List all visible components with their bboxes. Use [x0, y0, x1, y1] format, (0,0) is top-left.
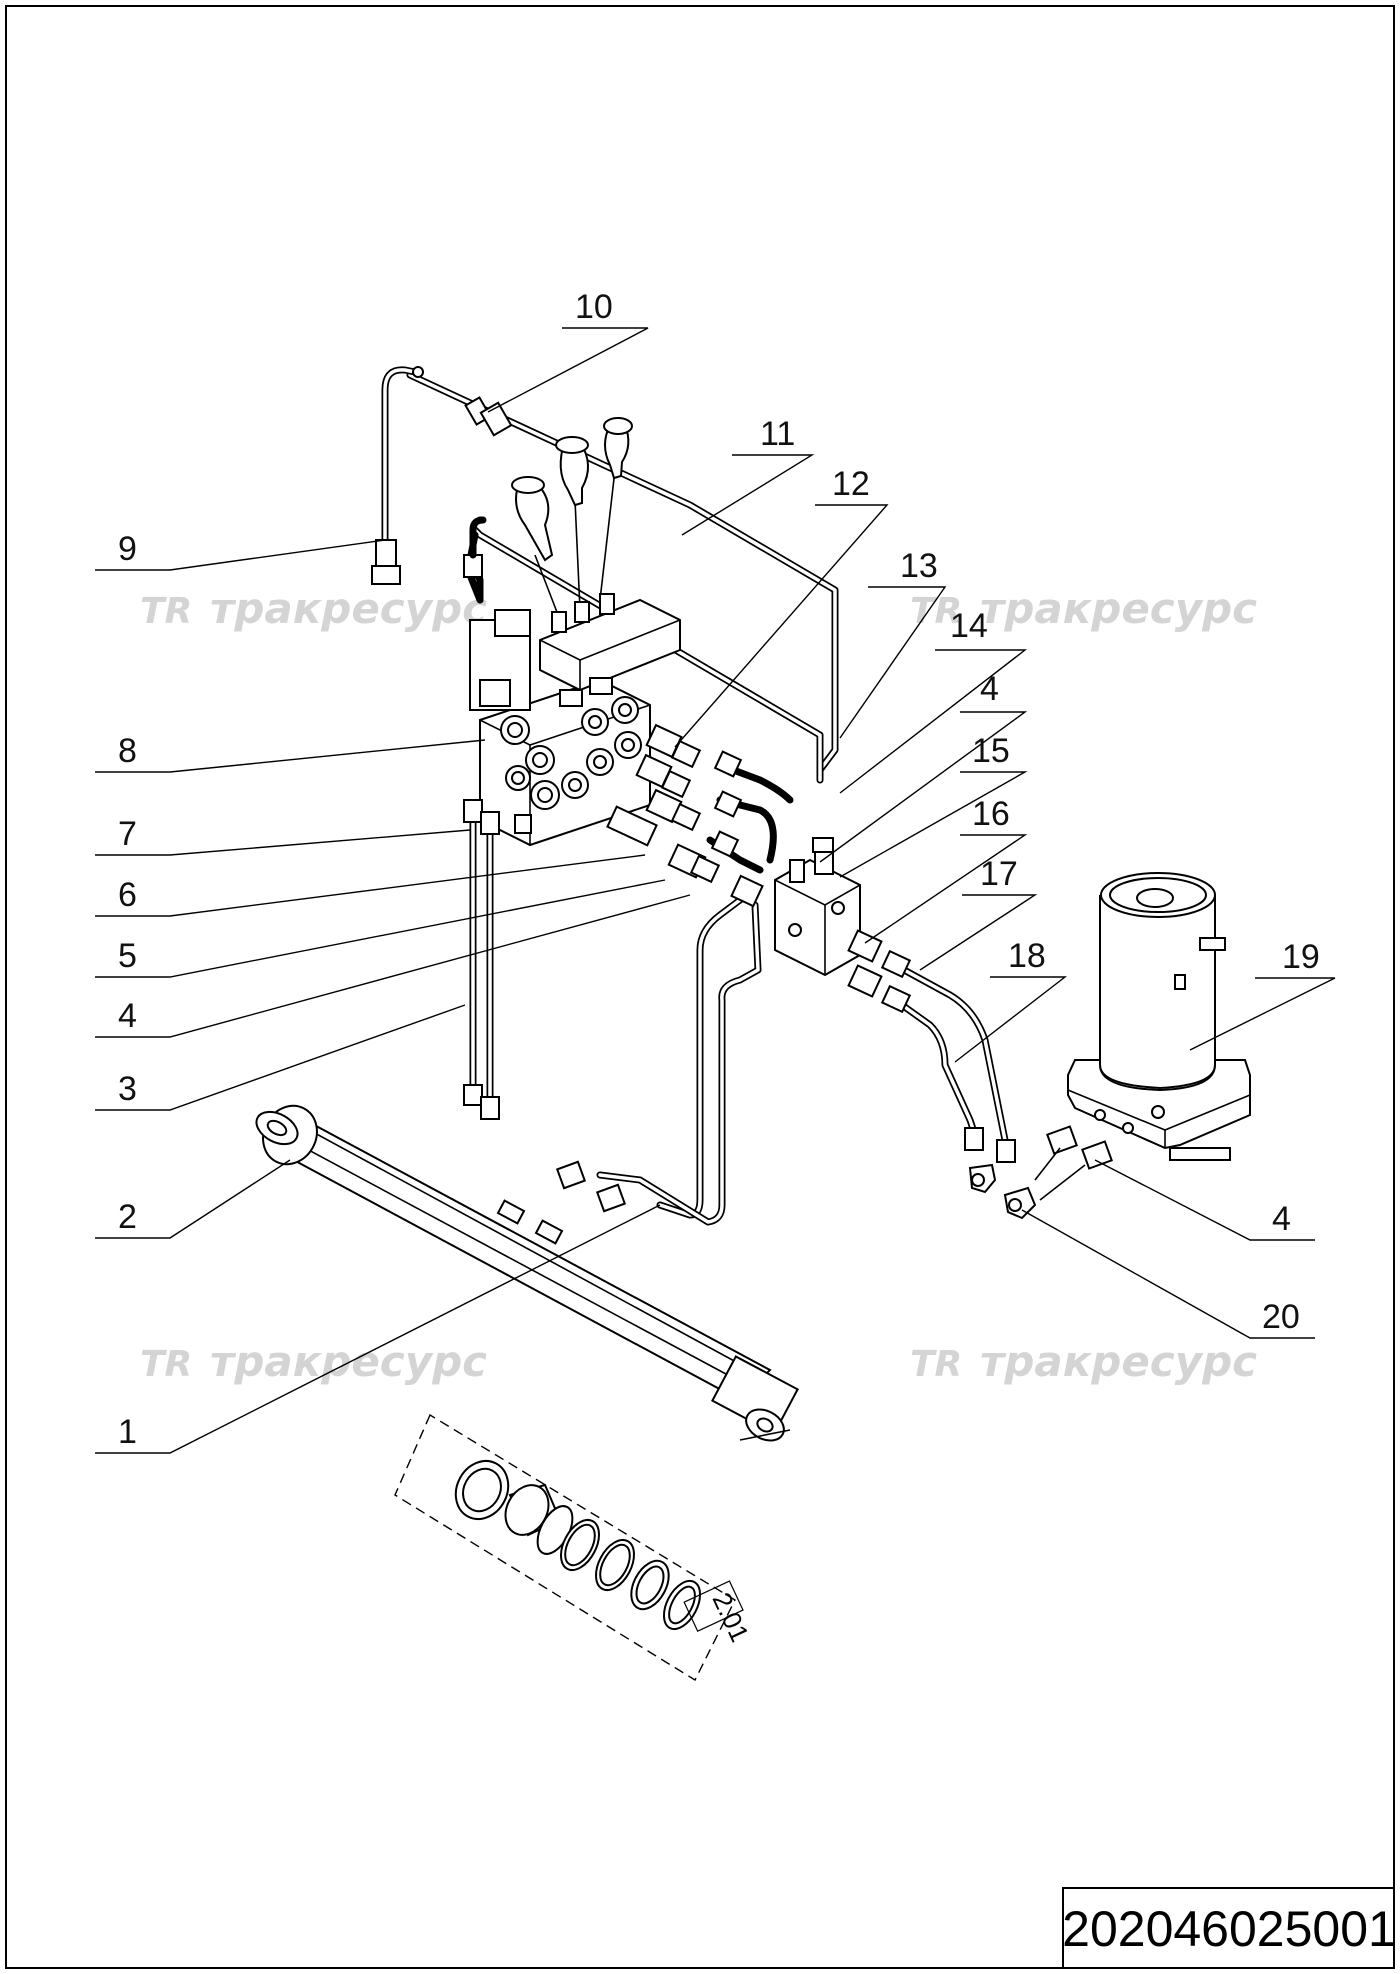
part-12-fittings: [635, 723, 702, 832]
part-4-pump-fittings: [1034, 1125, 1113, 1201]
callout-3: 3: [118, 1070, 137, 1108]
callout-1: 1: [118, 1413, 137, 1451]
valve-to-cylinder-tubes: [555, 874, 764, 1226]
valve-to-block-tubes: [706, 750, 794, 874]
part-8-levers: [511, 417, 633, 633]
callout-2: 2: [118, 1198, 137, 1236]
svg-text:TR: TR: [140, 591, 192, 632]
callout-10: 10: [575, 288, 613, 326]
callout-17: 17: [980, 855, 1018, 893]
part-16-fittings: [847, 929, 883, 998]
callout-4-left: 4: [118, 997, 137, 1035]
callout-5: 5: [118, 937, 137, 975]
watermark-bottom-left: TR тракресурс: [140, 1337, 487, 1386]
part-5-6-7-fittings: [606, 805, 721, 884]
svg-text:тракресурс: тракресурс: [980, 584, 1257, 633]
watermark-top-right: TR тракресурс: [910, 584, 1257, 633]
callout-leaders: [95, 327, 1336, 1454]
part-9-hose: [371, 366, 424, 585]
document-number-box: 202046025001: [1062, 1887, 1396, 1969]
sheet-frame: [5, 5, 1395, 1969]
part-10-adapter: [464, 396, 513, 437]
callout-13: 13: [900, 547, 938, 585]
part-17-18-tubes: [880, 949, 1016, 1163]
part-2-cylinder: [255, 1104, 799, 1442]
callout-4-right: 4: [1272, 1200, 1291, 1238]
callout-20: 20: [1262, 1298, 1300, 1336]
callout-4-top: 4: [980, 670, 999, 708]
callout-8: 8: [118, 732, 137, 770]
callout-labels: 10 11 12 13 14 4 15 16 17 18 19 9 8 7 6 …: [118, 288, 1320, 1451]
callout-18: 18: [1008, 937, 1046, 975]
watermark-bottom-right: TR тракресурс: [910, 1337, 1257, 1386]
callout-9: 9: [118, 530, 137, 568]
callout-19: 19: [1282, 938, 1320, 976]
watermark-top-left: TR тракресурс: [140, 584, 487, 633]
svg-text:тракресурс: тракресурс: [210, 584, 487, 633]
callout-7: 7: [118, 815, 137, 853]
seal-kit-label: 2.01: [707, 1588, 756, 1647]
svg-text:TR: TR: [910, 1344, 962, 1385]
callout-14: 14: [950, 607, 988, 645]
callout-15: 15: [972, 732, 1010, 770]
svg-text:тракресурс: тракресурс: [210, 1337, 487, 1386]
callout-12: 12: [832, 465, 870, 503]
part-2-01-seal-kit: 2.01: [394, 1413, 756, 1681]
svg-text:TR: TR: [140, 1344, 192, 1385]
part-20-elbows: [968, 1163, 1037, 1220]
svg-text:тракресурс: тракресурс: [980, 1337, 1257, 1386]
document-number: 202046025001: [1062, 1901, 1396, 1957]
part-15-block: [774, 837, 861, 977]
callout-16: 16: [972, 795, 1010, 833]
callout-6: 6: [118, 876, 137, 914]
callout-11: 11: [760, 415, 795, 453]
part-19-power-unit: [1067, 872, 1251, 1161]
